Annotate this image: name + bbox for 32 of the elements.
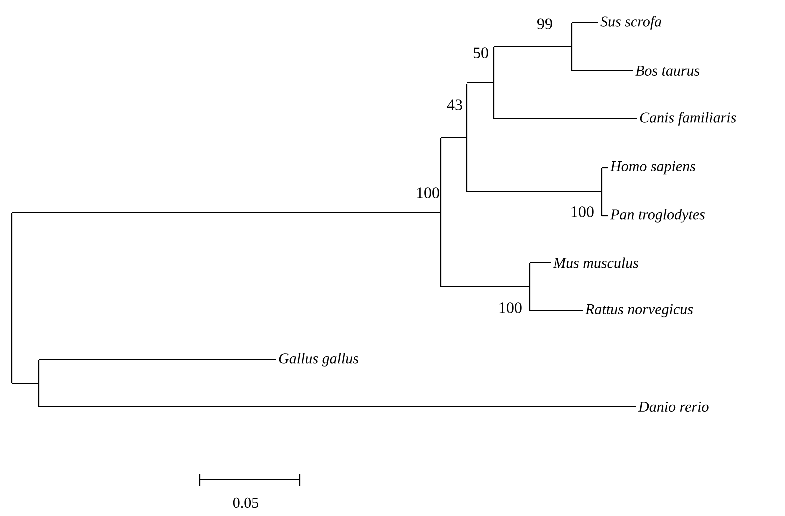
bootstrap-value: 100 bbox=[572, 206, 594, 218]
bootstrap-value: 100 bbox=[500, 302, 522, 314]
species-label: Gallus gallus bbox=[279, 353, 359, 367]
branch-line bbox=[602, 167, 608, 169]
branch-line bbox=[467, 82, 494, 84]
branch-line bbox=[441, 286, 530, 288]
scale-label: 0.05 bbox=[233, 498, 259, 508]
bootstrap-value: 99 bbox=[538, 18, 552, 30]
species-label: Canis familiaris bbox=[640, 112, 736, 126]
species-label: Bos taurus bbox=[636, 66, 700, 76]
species-label: Rattus norvegicus bbox=[585, 304, 693, 318]
branch-line bbox=[530, 262, 551, 264]
branch-line bbox=[494, 46, 572, 48]
branch-line bbox=[572, 22, 598, 24]
bootstrap-value: 100 bbox=[417, 188, 440, 198]
branch-line bbox=[530, 310, 583, 312]
branch-line bbox=[12, 382, 39, 384]
branch-line bbox=[494, 118, 637, 120]
species-label: Mus musculus bbox=[553, 258, 638, 268]
species-label: Danio rerio bbox=[638, 402, 709, 412]
species-label: Homo sapiens bbox=[610, 161, 696, 175]
species-label: Sus scrofa bbox=[600, 16, 662, 30]
branch-line bbox=[602, 215, 608, 217]
branch-line bbox=[39, 406, 636, 408]
branch-line bbox=[441, 137, 467, 139]
branch-line bbox=[572, 70, 633, 72]
bootstrap-value: 50 bbox=[474, 48, 488, 58]
branch-line bbox=[12, 212, 441, 214]
branch-line bbox=[467, 191, 602, 193]
bootstrap-value: 43 bbox=[447, 100, 462, 110]
species-label: Pan troglodytes bbox=[610, 209, 705, 223]
branch-line bbox=[39, 359, 276, 361]
